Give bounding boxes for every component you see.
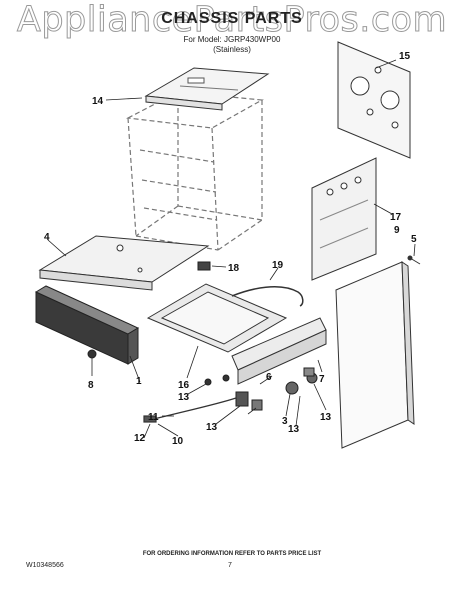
callout-3: 3 [282, 416, 288, 427]
watermark: AppliancePartsPros.com [16, 0, 448, 41]
callout-19: 19 [272, 260, 284, 271]
top-panel-part [144, 67, 270, 111]
page-number: 7 [228, 562, 232, 569]
callout-11: 11 [148, 412, 159, 423]
base-panel-part [38, 235, 210, 291]
callout-15: 15 [399, 51, 411, 62]
document-id: W10348566 [26, 562, 64, 569]
page-title: CHASSIS PARTS [161, 10, 303, 27]
variant-line: (Stainless) [213, 45, 251, 54]
rear-panel-part [337, 41, 411, 159]
ordering-note: FOR ORDERING INFORMATION REFER TO PARTS … [142, 551, 322, 557]
model-line: For Model: JGRP430WP00 [183, 35, 281, 44]
callout-numbers: 15 14 17 9 5 4 18 19 7 1 16 13 8 6 3 11 … [44, 51, 417, 447]
igniter-wire-part [143, 397, 237, 423]
callout-10: 10 [172, 436, 184, 447]
bottom-tray-part [146, 283, 288, 353]
valve-fittings-part [204, 367, 318, 411]
leader-lines [47, 59, 416, 439]
side-panel-part [311, 157, 377, 281]
bracket-18-part [197, 261, 211, 271]
side-trim-panel-part [335, 261, 415, 449]
kickplate-part [34, 285, 140, 365]
callout-18: 18 [228, 263, 240, 274]
callout-9: 9 [394, 225, 400, 236]
callout-8: 8 [88, 380, 94, 391]
callout-16: 16 [178, 380, 190, 391]
callout-12: 12 [134, 433, 146, 444]
callout-5: 5 [411, 234, 417, 245]
callout-14: 14 [92, 96, 104, 107]
oven-cabinet-outline [125, 91, 264, 251]
callout-13-b: 13 [206, 422, 218, 433]
callout-1: 1 [136, 376, 142, 387]
callout-13: 13 [178, 392, 190, 403]
manifold-bracket-part [231, 317, 327, 385]
screw-5-part [407, 255, 421, 265]
callout-4: 4 [44, 232, 50, 243]
callout-13-d: 13 [320, 412, 332, 423]
callout-17: 17 [390, 212, 402, 223]
callout-6: 6 [266, 372, 272, 383]
screw-8-part [87, 349, 97, 359]
gas-tube-part [231, 286, 304, 307]
callout-13-c: 13 [288, 424, 300, 435]
callout-7: 7 [319, 374, 325, 385]
